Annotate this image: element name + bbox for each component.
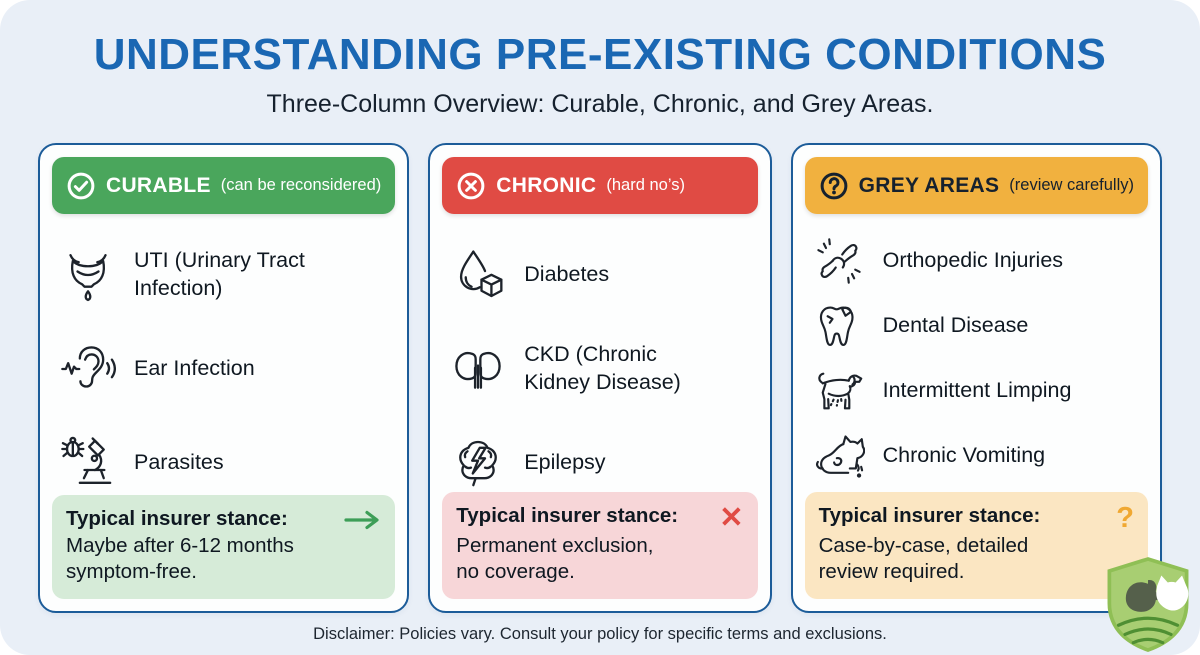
list-item: Parasites	[60, 416, 393, 510]
item-label: Orthopedic Injuries	[882, 247, 1064, 272]
chronic-header: CHRONIC (hard no’s)	[442, 157, 758, 214]
check-circle-icon	[67, 172, 95, 199]
list-item: CKD (Chronic Kidney Disease)	[450, 322, 755, 416]
item-label: Dental Disease	[882, 312, 1029, 337]
list-item: Diabetes	[450, 228, 755, 322]
tooth-icon	[813, 300, 865, 352]
chronic-items: Diabetes CKD (Chronic Kidney Disease)	[442, 228, 757, 510]
glucose-drop-icon	[450, 247, 506, 303]
grey-areas-header: GREY AREAS (review carefully)	[804, 157, 1148, 214]
header-note: (review carefully)	[1009, 176, 1134, 194]
disclaimer-text: Disclaimer: Policies vary. Consult your …	[313, 625, 887, 643]
list-item: Dental Disease	[813, 293, 1146, 358]
ear-icon	[60, 341, 116, 397]
curable-items: UTI (Urinary Tract Infection) Ear Infect…	[52, 228, 395, 510]
arrow-right-icon	[344, 510, 379, 530]
item-label: Chronic Vomiting	[882, 442, 1046, 467]
list-item: Intermittent Limping	[813, 358, 1146, 423]
header-note: (can be reconsidered)	[220, 176, 382, 194]
question-mark-icon: ?	[1116, 501, 1134, 534]
stance-text: Case-by-case, detailed review required.	[818, 533, 1029, 584]
header-label: CHRONIC	[496, 173, 597, 197]
stance-text: Permanent exclusion, no coverage.	[456, 533, 654, 584]
stance-label: Typical insurer stance:	[456, 503, 679, 527]
curable-header: CURABLE (can be reconsidered)	[52, 157, 396, 214]
question-circle-icon	[820, 172, 847, 199]
column-chronic: CHRONIC (hard no’s) Diabetes	[428, 143, 772, 613]
item-label: Parasites	[134, 450, 224, 475]
page-title: UNDERSTANDING PRE-EXISTING CONDITIONS	[93, 30, 1107, 79]
item-label: UTI (Urinary Tract Infection)	[134, 248, 305, 300]
grey-areas-items: Orthopedic Injuries Dental Disease	[805, 228, 1148, 488]
page-subtitle: Three-Column Overview: Curable, Chronic,…	[266, 90, 934, 118]
item-label: CKD (Chronic Kidney Disease)	[524, 342, 681, 394]
bladder-icon	[60, 247, 116, 303]
microscope-bug-icon	[60, 435, 116, 491]
item-label: Intermittent Limping	[882, 377, 1072, 402]
column-grey-areas: GREY AREAS (review carefully) Orthop	[790, 143, 1162, 613]
item-label: Diabetes	[524, 262, 610, 287]
header-label: GREY AREAS	[858, 173, 1000, 197]
list-item: Ear Infection	[60, 322, 393, 416]
header-label: CURABLE	[106, 173, 211, 197]
curable-stance: Typical insurer stance: Maybe after 6-12…	[52, 495, 396, 599]
list-item: UTI (Urinary Tract Infection)	[60, 228, 393, 322]
column-curable: CURABLE (can be reconsidered) UTI (Urina…	[38, 143, 410, 613]
vomiting-cat-icon	[813, 430, 865, 482]
item-label: Epilepsy	[524, 450, 606, 475]
list-item: Orthopedic Injuries	[813, 228, 1146, 293]
list-item: Chronic Vomiting	[813, 423, 1146, 488]
pet-shield-logo	[1107, 557, 1189, 653]
item-label: Ear Infection	[134, 356, 255, 381]
joint-impact-icon	[813, 235, 865, 287]
limping-dog-icon	[813, 365, 865, 417]
brain-bolt-icon	[450, 435, 506, 491]
kidneys-icon	[450, 341, 506, 397]
columns-container: CURABLE (can be reconsidered) UTI (Urina…	[38, 143, 1162, 613]
header-note: (hard no’s)	[606, 176, 685, 194]
stance-text: Maybe after 6-12 months symptom-free.	[66, 533, 294, 584]
stance-label: Typical insurer stance:	[66, 507, 288, 531]
list-item: Epilepsy	[450, 416, 755, 510]
x-mark-icon: ✕	[719, 501, 744, 534]
grey-areas-stance: Typical insurer stance: ? Case-by-case, …	[804, 491, 1148, 599]
chronic-stance: Typical insurer stance: ✕ Permanent excl…	[442, 491, 758, 599]
x-circle-icon	[457, 172, 485, 199]
stance-label: Typical insurer stance:	[818, 503, 1041, 527]
